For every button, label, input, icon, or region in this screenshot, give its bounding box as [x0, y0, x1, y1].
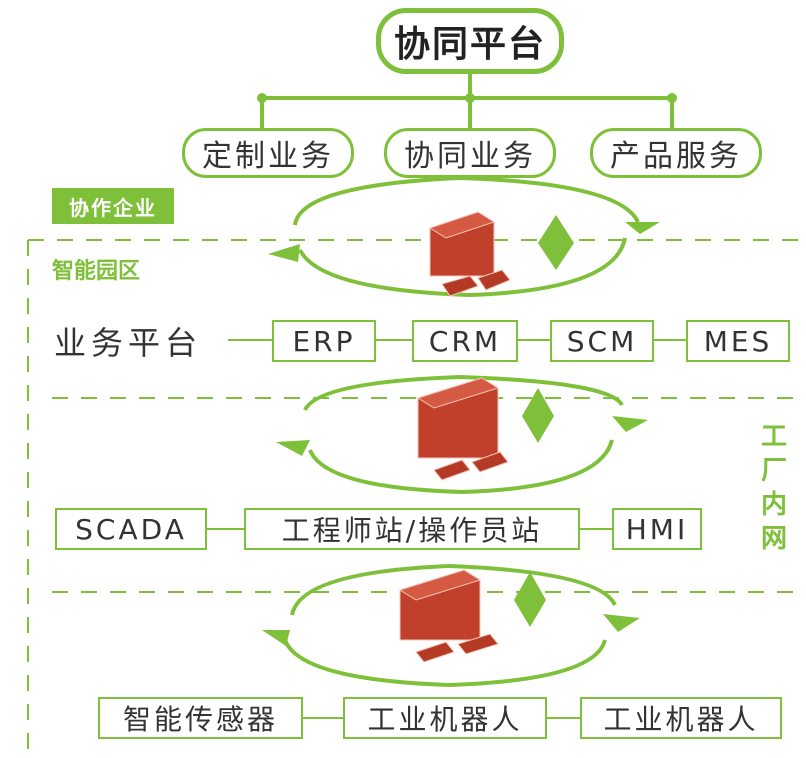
firewall-brick-icon-1 [428, 211, 511, 297]
branch-product-service: 产品服务 [590, 128, 762, 178]
scada-box: SCADA [55, 508, 207, 550]
zone-label-factory-net: 工 厂 内 网 [757, 420, 791, 556]
crm-box: CRM [412, 320, 518, 362]
factory-net-char: 网 [760, 524, 787, 554]
mes-box: MES [686, 320, 790, 362]
firewall-brick-icon-3 [398, 569, 499, 663]
factory-net-char: 厂 [760, 456, 787, 486]
cycle-arrow-icon-3 [283, 563, 617, 688]
branch-collaborative-business: 协同业务 [384, 128, 556, 178]
factory-net-char: 工 [760, 422, 787, 452]
engineer-operator-station-box: 工程师站/操作员站 [244, 508, 580, 550]
zone-label-park: 智能园区 [52, 259, 141, 284]
cycle-arrow-icon-1 [293, 175, 640, 298]
platform-title: 协同平台 [376, 8, 564, 74]
branch-custom-business: 定制业务 [182, 128, 354, 178]
erp-box: ERP [272, 320, 376, 362]
factory-net-char: 内 [760, 490, 787, 520]
industrial-robot-box: 工业机器人 [580, 697, 782, 739]
scm-box: SCM [550, 320, 654, 362]
business-platform-label: 业务平台 [54, 324, 203, 362]
firewall-brick-icon-2 [416, 377, 509, 481]
row-connectors [207, 339, 686, 719]
diamond-arrow-icon-set [514, 215, 574, 627]
smart-sensor-box: 智能传感器 [98, 697, 303, 739]
cycle-arrow-icon-2 [303, 374, 624, 495]
zone-label-enterprise: 协作企业 [52, 188, 174, 224]
connector-dots [257, 93, 677, 103]
industrial-robot-box: 工业机器人 [343, 697, 547, 739]
hmi-box: HMI [612, 508, 702, 550]
